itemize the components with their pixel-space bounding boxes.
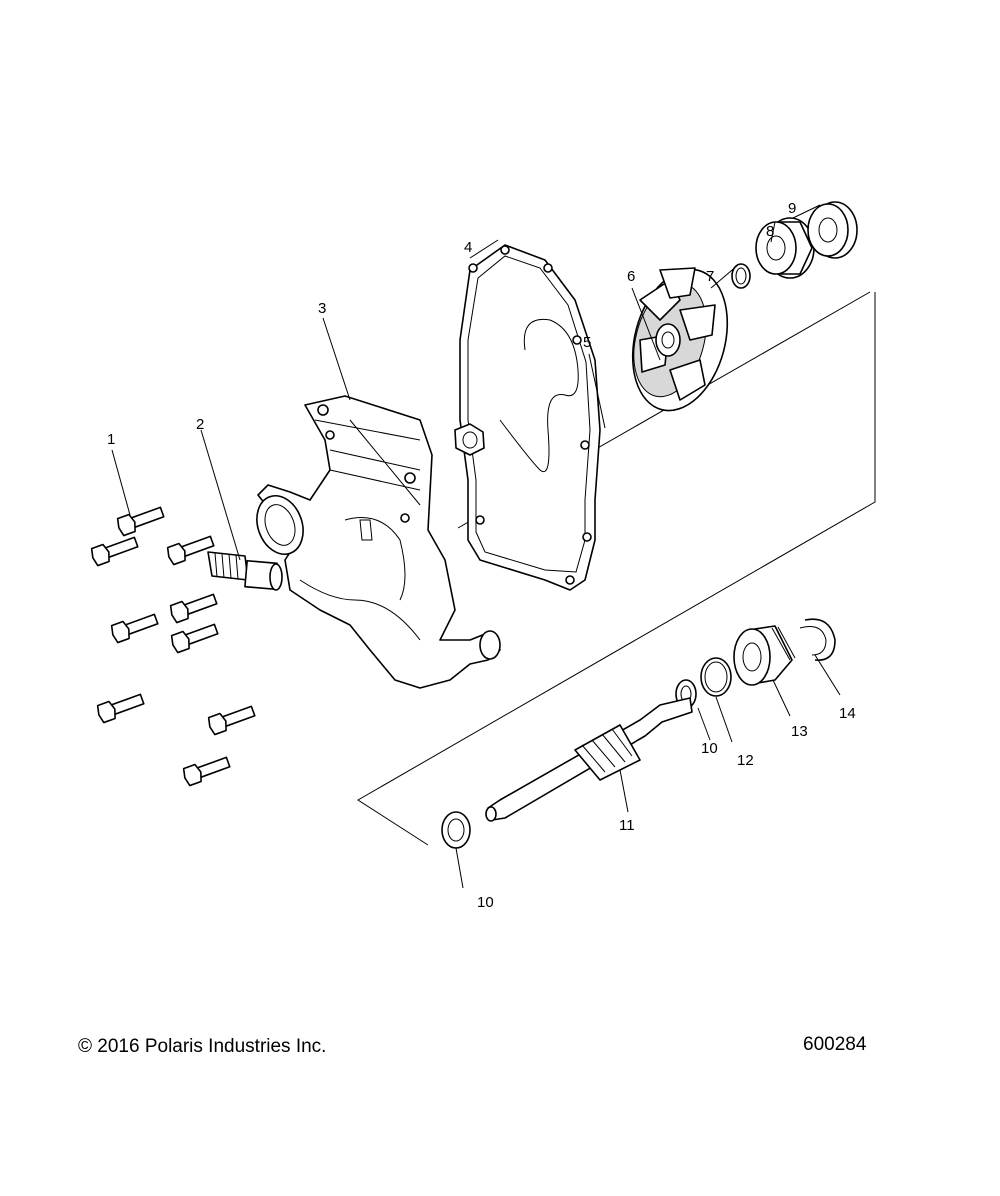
- copyright-notice: © 2016 Polaris Industries Inc.: [78, 1036, 326, 1057]
- callout-14: 14: [839, 705, 856, 722]
- callout-3: 3: [318, 300, 326, 317]
- leader-lines: [111, 204, 841, 889]
- washer-small: [731, 263, 751, 289]
- callout-10-lower: 10: [477, 894, 494, 911]
- bolt: [166, 535, 215, 566]
- callout-5: 5: [583, 334, 591, 351]
- washer: [441, 811, 471, 849]
- seal: [755, 217, 815, 279]
- callout-7: 7: [706, 268, 714, 285]
- callout-13: 13: [791, 723, 808, 740]
- callout-9: 9: [788, 200, 796, 217]
- seal-ring: [807, 201, 858, 259]
- nut: [454, 423, 485, 456]
- bolt: [170, 623, 219, 654]
- callout-11: 11: [619, 817, 635, 834]
- bolt: [169, 593, 218, 624]
- gasket: [459, 244, 601, 591]
- pump-housing: [256, 395, 501, 689]
- callout-6: 6: [627, 268, 635, 285]
- bolt: [110, 613, 159, 644]
- callout-2: 2: [196, 416, 204, 433]
- callout-10-upper: 10: [701, 740, 718, 757]
- snap-ring: [799, 618, 836, 661]
- bushing: [733, 625, 796, 686]
- callout-12: 12: [737, 752, 754, 769]
- bolt: [90, 536, 139, 567]
- drive-shaft: [485, 697, 693, 822]
- bolt-group: [90, 506, 256, 787]
- bolt: [207, 705, 256, 736]
- drawing-number: 600284: [803, 1034, 867, 1055]
- bolt: [116, 506, 165, 537]
- impeller: [631, 267, 729, 412]
- hose-fitting: [207, 551, 283, 591]
- callout-4: 4: [464, 239, 472, 256]
- bolt: [96, 693, 145, 724]
- o-ring: [700, 657, 732, 697]
- bolt: [182, 756, 231, 787]
- assembly-bracket-line: [357, 292, 876, 846]
- callout-8: 8: [766, 223, 774, 240]
- callout-1: 1: [107, 431, 115, 448]
